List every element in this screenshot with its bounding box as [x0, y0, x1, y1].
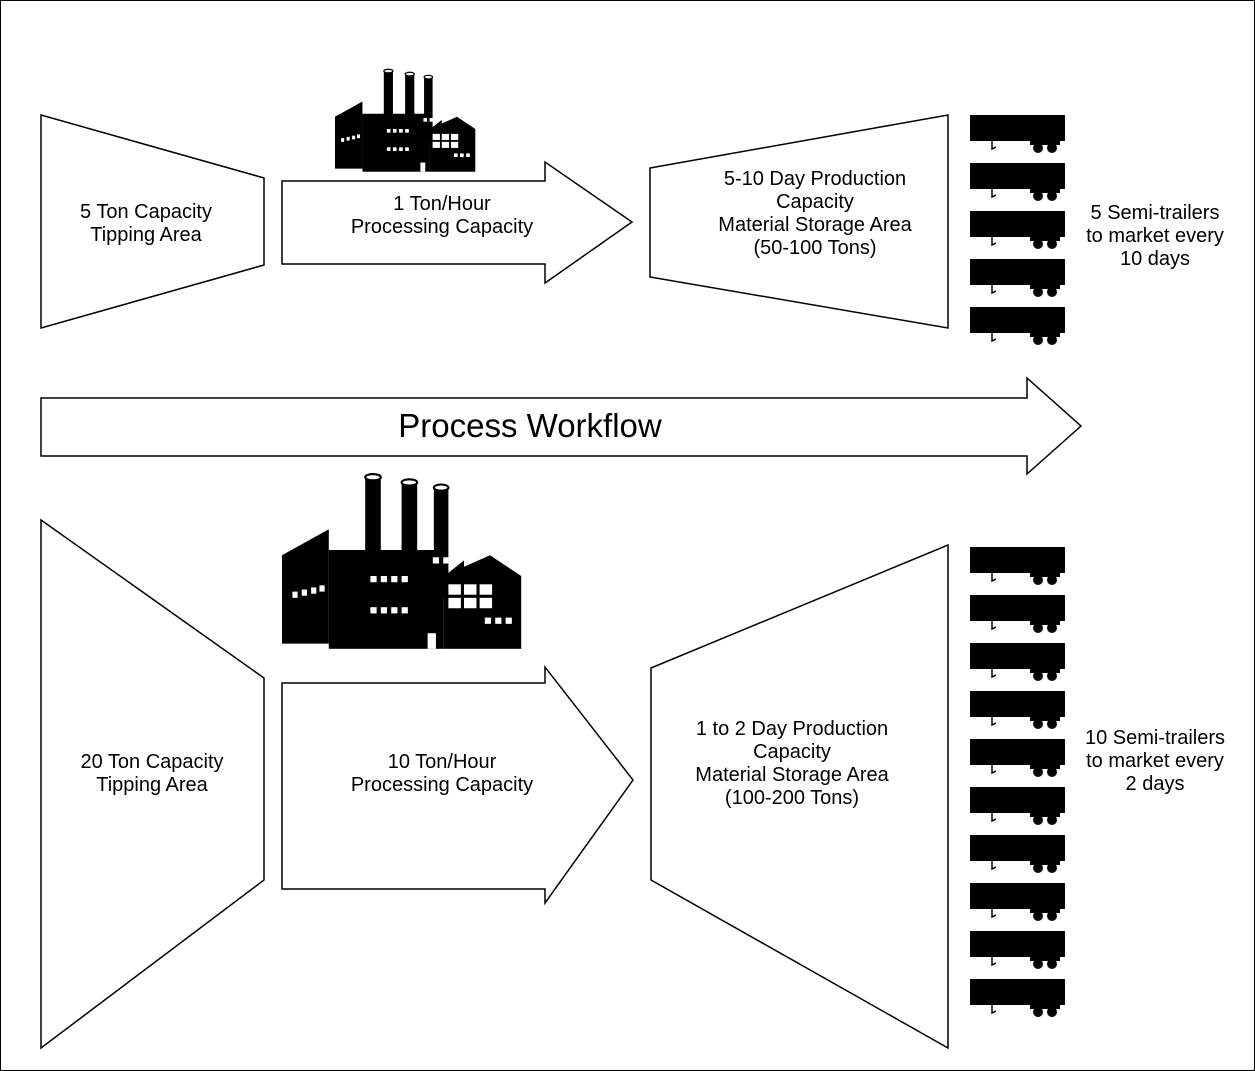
semi-trailer-icon [969, 258, 1066, 298]
semi-trailer-icon [969, 690, 1066, 730]
shipping-label-top: 5 Semi-trailers to market every 10 days [1086, 202, 1224, 270]
storage-label-top: 5-10 Day Production Capacity Material St… [718, 168, 912, 259]
factory-icon [334, 68, 476, 173]
semi-trailer-icon [969, 162, 1066, 202]
semi-trailer-icon [969, 834, 1066, 874]
workflow-label: Process Workflow [398, 407, 662, 444]
processing-label-bottom: 10 Ton/Hour Processing Capacity [350, 751, 534, 796]
semi-trailer-icon [969, 210, 1066, 250]
processing-arrow-bottom [281, 664, 634, 906]
semi-trailer-icon [969, 930, 1066, 970]
processing-arrow-top [281, 160, 634, 285]
semi-trailer-icon [969, 738, 1066, 778]
storage-label-bottom: 1 to 2 Day Production Capacity Material … [695, 718, 889, 809]
factory-icon [280, 473, 523, 650]
processing-label-top: 1 Ton/Hour Processing Capacity [350, 193, 534, 238]
semi-trailer-icon [969, 978, 1066, 1018]
semi-trailer-icon [969, 546, 1066, 586]
semi-trailer-icon [969, 642, 1066, 682]
storage-area-shape-top [649, 114, 949, 329]
shipping-label-bottom: 10 Semi-trailers to market every 2 days [1084, 727, 1226, 795]
storage-area-shape-bottom [650, 543, 949, 1050]
semi-trailer-icon [969, 306, 1066, 346]
trailer-stack-bottom [969, 546, 1066, 1018]
semi-trailer-icon [969, 882, 1066, 922]
semi-trailer-icon [969, 786, 1066, 826]
semi-trailer-icon [969, 594, 1066, 634]
tipping-area-shape-bottom [40, 518, 265, 1050]
trailer-stack-top [969, 114, 1066, 346]
workflow-arrow [40, 376, 1083, 476]
tipping-area-label-top: 5 Ton Capacity Tipping Area [80, 201, 212, 246]
tipping-area-shape-top [40, 114, 265, 329]
semi-trailer-icon [969, 114, 1066, 154]
tipping-area-label-bottom: 20 Ton Capacity Tipping Area [80, 751, 224, 796]
